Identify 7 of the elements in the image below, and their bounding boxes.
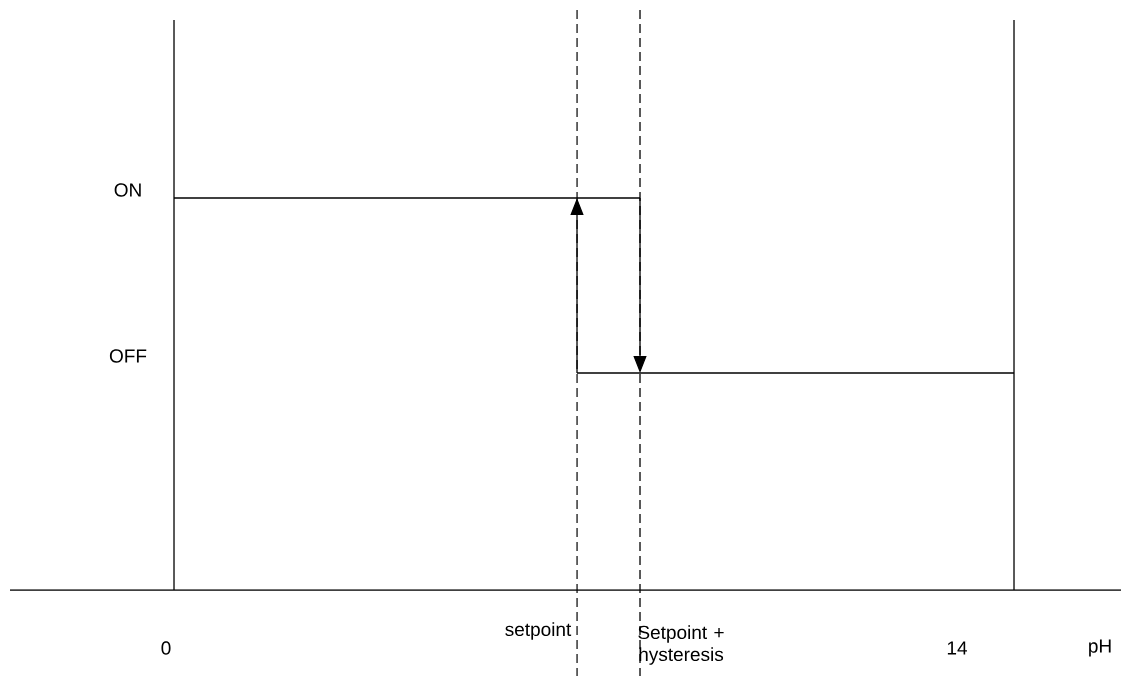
axis-label: OFF	[109, 349, 147, 363]
axis-label: Setpoint + hysteresis	[638, 625, 724, 665]
axis-label: pH	[1089, 639, 1111, 657]
axis-label: 0	[161, 641, 171, 655]
axis-label: setpoint	[505, 622, 572, 640]
axis-label: ON	[114, 183, 141, 197]
axis-label: 14	[947, 641, 967, 655]
